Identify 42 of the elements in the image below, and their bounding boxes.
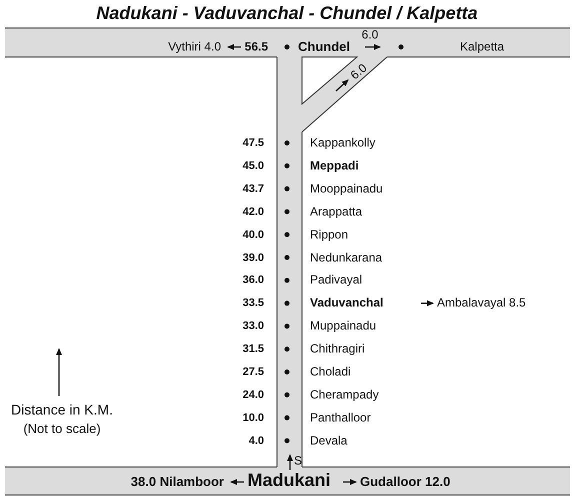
distance-label: 47.5 — [242, 136, 264, 150]
distance-label: 10.0 — [242, 412, 264, 424]
distance-label: 43.7 — [242, 182, 264, 195]
place-name: Madukani — [248, 471, 330, 491]
destination-label: Kalpetta — [460, 40, 504, 54]
place-name: Muppainadu — [310, 320, 376, 333]
map-title: Nadukani - Vaduvanchal - Chundel / Kalpetta — [96, 4, 478, 24]
place-name: Devala — [310, 434, 348, 448]
place-name: Arappatta — [310, 205, 362, 218]
distance-label: 4.0 — [248, 434, 264, 447]
distance-label: 24.0 — [242, 388, 264, 401]
destination-label: Ambalavayal 8.5 — [437, 296, 526, 310]
distance-label: 31.5 — [242, 343, 264, 356]
distance-label: 45.0 — [242, 160, 264, 172]
place-name: Chithragiri — [310, 342, 365, 356]
place-name: Rippon — [310, 228, 348, 242]
distance-label: 39.0 — [242, 251, 264, 264]
place-name: Chundel — [298, 40, 350, 54]
distance-label: 33.5 — [242, 297, 264, 310]
place-name: Kappankolly — [310, 136, 376, 150]
place-name: Vaduvanchal — [310, 296, 384, 310]
place-name: Nedunkarana — [310, 250, 382, 264]
distance-label: 40.0 — [242, 228, 264, 241]
distance-label: 56.5 — [244, 40, 268, 54]
place-name: Meppadi — [310, 159, 359, 172]
destination-label: Gudalloor 12.0 — [360, 474, 450, 490]
destination-label: 38.0 Nilamboor — [130, 474, 224, 490]
distance-label: 6.0 — [348, 62, 370, 82]
start-mark: S — [294, 454, 302, 468]
place-name: Cherampady — [310, 388, 379, 402]
note-text: (Not to scale) — [23, 422, 101, 436]
place-name: Mooppainadu — [310, 182, 383, 196]
distance-label: 6.0 — [362, 28, 378, 42]
distance-label: 36.0 — [242, 274, 264, 286]
place-name: Choladi — [310, 365, 351, 379]
distance-label: 33.0 — [242, 320, 264, 332]
destination-label: Vythiri 4.0 — [168, 40, 221, 54]
place-name: Padivayal — [310, 274, 362, 287]
distance-label: 27.5 — [242, 366, 264, 378]
distance-label: 42.0 — [242, 206, 264, 218]
place-name: Panthalloor — [310, 411, 371, 424]
note-text: Distance in K.M. — [11, 402, 113, 418]
